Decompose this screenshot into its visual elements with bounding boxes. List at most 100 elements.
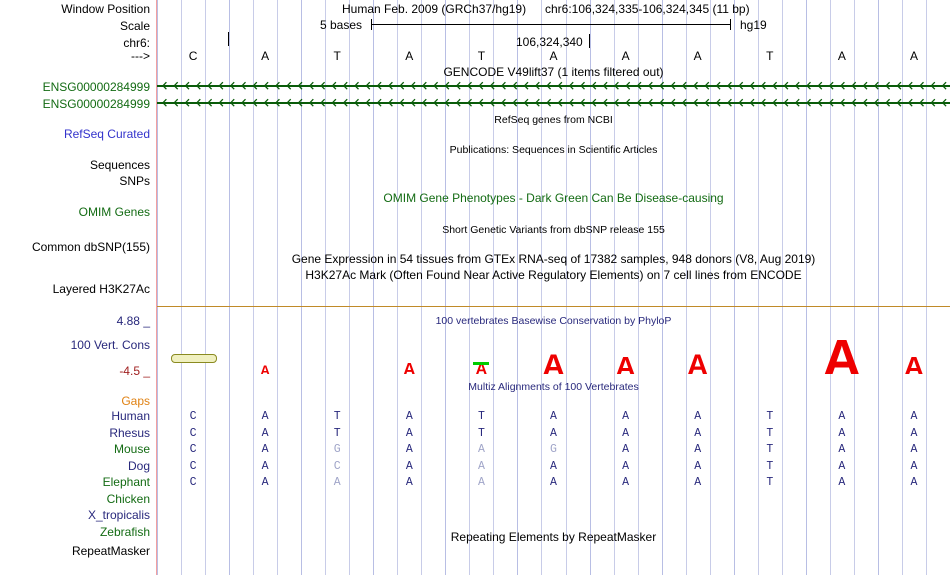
alignment-base: A xyxy=(405,410,413,423)
conservation-element-marker xyxy=(473,362,490,365)
track-title-gtex: Gene Expression in 54 tissues from GTEx … xyxy=(291,252,816,266)
alignment-base: A xyxy=(405,426,413,440)
alignment-base: T xyxy=(477,410,485,423)
track-title-dbsnp: Short Genetic Variants from dbSNP releas… xyxy=(442,224,665,236)
alignment-base: C xyxy=(189,443,197,456)
alignment-base: A xyxy=(622,443,630,456)
track-title-omim: OMIM Gene Phenotypes - Dark Green Can Be… xyxy=(383,191,724,205)
conservation-bar: A xyxy=(615,352,636,374)
position-range: chr6:106,324,335-106,324,345 (11 bp) xyxy=(545,2,750,16)
label-gaps: Gaps xyxy=(121,394,150,408)
reference-base: A xyxy=(837,49,846,63)
track-title-publications: Publications: Sequences in Scientific Ar… xyxy=(449,144,658,156)
reference-base: A xyxy=(261,49,270,63)
alignment-base: A xyxy=(838,443,846,456)
alignment-base: A xyxy=(910,410,918,423)
alignment-base: A xyxy=(550,459,557,473)
alignment-base: A xyxy=(477,443,485,456)
conservation-bar: A xyxy=(403,360,416,374)
alignment-base: A xyxy=(405,443,413,456)
label-snps[interactable]: SNPs xyxy=(119,174,150,188)
species-label-dog[interactable]: Dog xyxy=(127,458,150,473)
label-scale: Scale xyxy=(119,19,150,33)
alignment-base: C xyxy=(189,426,197,440)
species-label-x_tropicalis[interactable]: X_tropicalis xyxy=(87,508,150,522)
conservation-bar: A xyxy=(475,361,488,374)
reference-base: A xyxy=(909,49,918,63)
species-label-human[interactable]: Human xyxy=(111,409,150,423)
alignment-base: C xyxy=(189,459,197,473)
conservation-bar: A xyxy=(260,363,270,374)
alignment-base: T xyxy=(766,410,774,423)
ruler-tick-mark xyxy=(228,32,229,46)
alignment-base: A xyxy=(333,476,341,489)
label-column-background xyxy=(0,0,156,575)
coordinate-tick-mark xyxy=(589,34,590,48)
alignment-base: A xyxy=(910,426,918,440)
track-title-multiz: Multiz Alignments of 100 Vertebrates xyxy=(468,381,639,393)
alignment-base: A xyxy=(838,459,846,473)
reference-base: A xyxy=(549,49,558,63)
label-column-divider xyxy=(156,0,157,575)
species-label-rhesus[interactable]: Rhesus xyxy=(109,425,150,440)
alignment-base: A xyxy=(405,459,413,473)
label-common-dbsnp[interactable]: Common dbSNP(155) xyxy=(31,240,150,254)
reference-base: A xyxy=(693,49,702,63)
coordinate-label: 106,324,340 xyxy=(516,35,583,49)
label-cons-max: 4.88 _ xyxy=(116,314,150,328)
reference-base: A xyxy=(621,49,630,63)
track-title-h3k27ac: H3K27Ac Mark (Often Found Near Active Re… xyxy=(305,268,802,282)
gencode-transcript-lane-1[interactable] xyxy=(157,81,950,90)
label-layered-h3k27ac[interactable]: Layered H3K27Ac xyxy=(52,282,150,296)
alignment-base: A xyxy=(694,459,702,473)
alignment-base: T xyxy=(333,426,341,440)
alignment-base: G xyxy=(550,443,557,456)
alignment-base: A xyxy=(838,426,846,440)
alignment-gap-marker xyxy=(171,354,218,363)
label-strand-arrow: ---> xyxy=(131,49,150,63)
species-label-elephant[interactable]: Elephant xyxy=(102,475,150,489)
reference-base: T xyxy=(766,49,774,63)
label-gencode-1[interactable]: ENSG00000284999 xyxy=(42,80,150,94)
alignment-base: A xyxy=(694,410,702,423)
alignment-base: A xyxy=(694,426,702,440)
label-repeatmasker[interactable]: RepeatMasker xyxy=(71,544,150,558)
alignment-base: A xyxy=(622,476,630,489)
reference-base: A xyxy=(405,49,414,63)
track-title-repeatmasker: Repeating Elements by RepeatMasker xyxy=(450,530,657,544)
alignment-base: T xyxy=(477,426,485,440)
label-refseq-curated[interactable]: RefSeq Curated xyxy=(63,127,150,141)
alignment-base: A xyxy=(405,476,413,489)
species-label-chicken[interactable]: Chicken xyxy=(106,491,150,506)
alignment-base: T xyxy=(766,476,774,489)
alignment-base: A xyxy=(694,443,702,456)
species-label-mouse[interactable]: Mouse xyxy=(113,442,150,456)
alignment-base: A xyxy=(622,410,630,423)
label-100-vert-cons[interactable]: 100 Vert. Cons xyxy=(70,338,150,352)
label-gencode-2[interactable]: ENSG00000284999 xyxy=(42,97,150,111)
label-chrom: chr6: xyxy=(123,36,150,50)
reference-base: T xyxy=(477,49,486,63)
gene-strand-arrows xyxy=(162,98,947,107)
alignment-base: A xyxy=(550,426,557,440)
conservation-bar: A xyxy=(687,351,709,374)
label-sequences[interactable]: Sequences xyxy=(89,158,150,172)
gencode-transcript-lane-2[interactable] xyxy=(157,98,950,107)
gene-stem xyxy=(157,102,950,104)
gene-strand-arrows xyxy=(162,81,947,90)
alignment-base: T xyxy=(333,410,341,423)
label-omim-genes[interactable]: OMIM Genes xyxy=(78,205,150,219)
assembly-title: Human Feb. 2009 (GRCh37/hg19) xyxy=(342,2,527,16)
alignment-base: A xyxy=(694,476,702,489)
alignment-base: A xyxy=(477,476,485,489)
alignment-base: A xyxy=(261,476,269,489)
species-label-zebrafish[interactable]: Zebrafish xyxy=(99,524,150,539)
alignment-base: A xyxy=(838,410,846,423)
scale-bar xyxy=(371,19,731,30)
alignment-base: A xyxy=(910,443,918,456)
conservation-bar: A xyxy=(903,352,925,374)
